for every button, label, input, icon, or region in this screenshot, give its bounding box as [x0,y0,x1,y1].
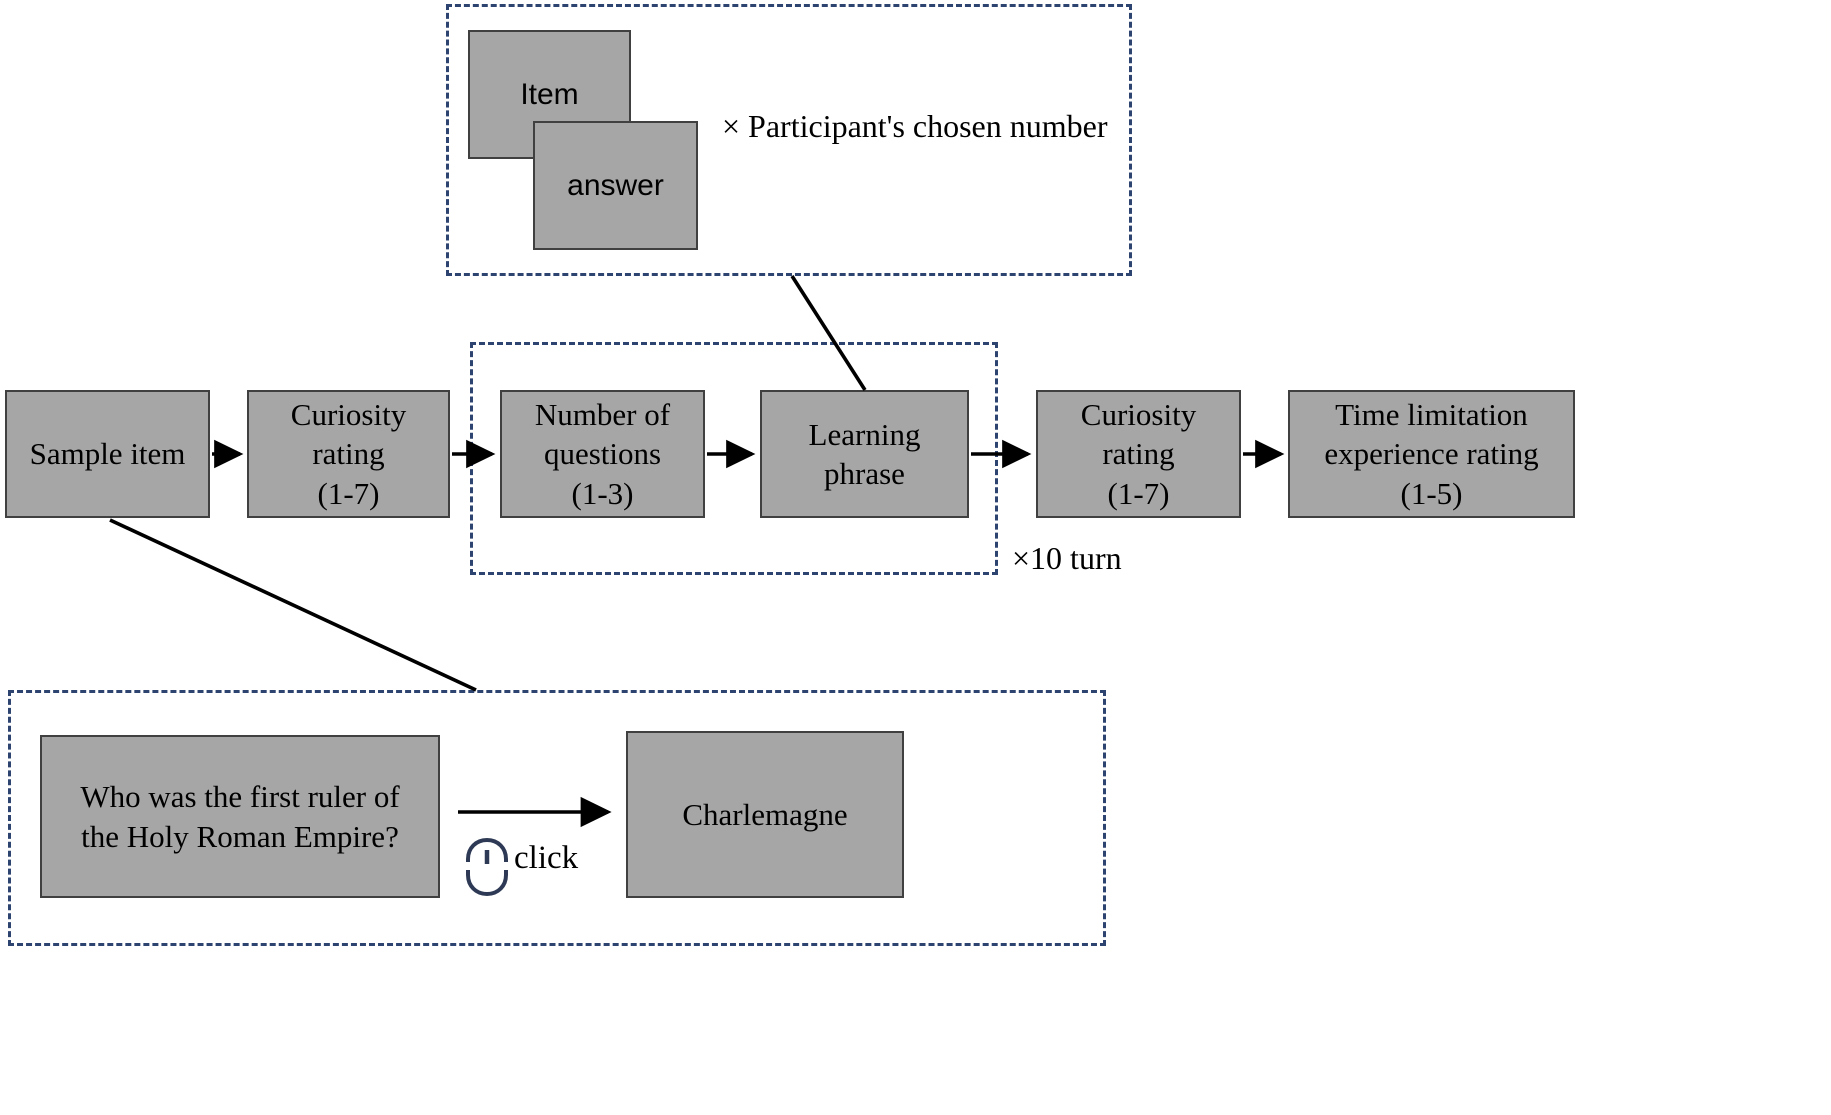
flow-step-line: rating [312,436,385,472]
flow-step-curiosity-rating-pre: Curiosity rating (1-7) [247,390,450,518]
example-answer-label: Charlemagne [682,796,848,832]
flow-step-line: Curiosity [290,397,407,433]
flow-step-line: (1-7) [1107,475,1170,511]
flow-step-curiosity-rating-post: Curiosity rating (1-7) [1036,390,1241,518]
example-question-box: Who was the first ruler of the Holy Roma… [40,735,440,898]
flow-step-line: Time limitation [1335,397,1528,433]
example-answer-box: Charlemagne [626,731,904,898]
click-action-label: click [514,840,579,876]
flow-step-line: Curiosity [1080,397,1197,433]
flow-step-line: rating [1102,436,1175,472]
flow-step-line: Number of [534,397,671,433]
flow-step-learning-phrase: Learning phrase [760,390,969,518]
mouse-icon [464,837,510,897]
example-question-line: Who was the first ruler of [80,779,400,815]
flow-step-line: Learning [808,416,921,452]
answer-box-label: answer [567,168,664,202]
flow-step-sample-item: Sample item [5,390,210,518]
flow-step-line: (1-5) [1400,475,1463,511]
item-answer-dashed-panel [446,4,1132,276]
loop-count-label: ×10 turn [1012,540,1122,576]
flow-step-time-limitation-experience: Time limitation experience rating (1-5) [1288,390,1575,518]
flow-step-line: experience rating [1324,436,1539,472]
flow-step-number-of-questions: Number of questions (1-3) [500,390,705,518]
flow-step-line: questions [543,436,662,472]
leader-line-sample-item-to-example-panel [109,518,477,692]
sample-item-example-dashed-panel [8,690,1106,946]
flow-step-line: (1-3) [571,475,634,511]
participant-chosen-number-label: × Participant's chosen number [722,108,1108,144]
flow-step-line: Sample item [29,436,186,472]
item-box-label: Item [520,77,579,111]
flow-step-line: phrase [824,456,905,491]
flow-step-line: (1-7) [317,475,380,511]
answer-box: answer [533,121,698,250]
example-question-line: the Holy Roman Empire? [81,818,399,854]
